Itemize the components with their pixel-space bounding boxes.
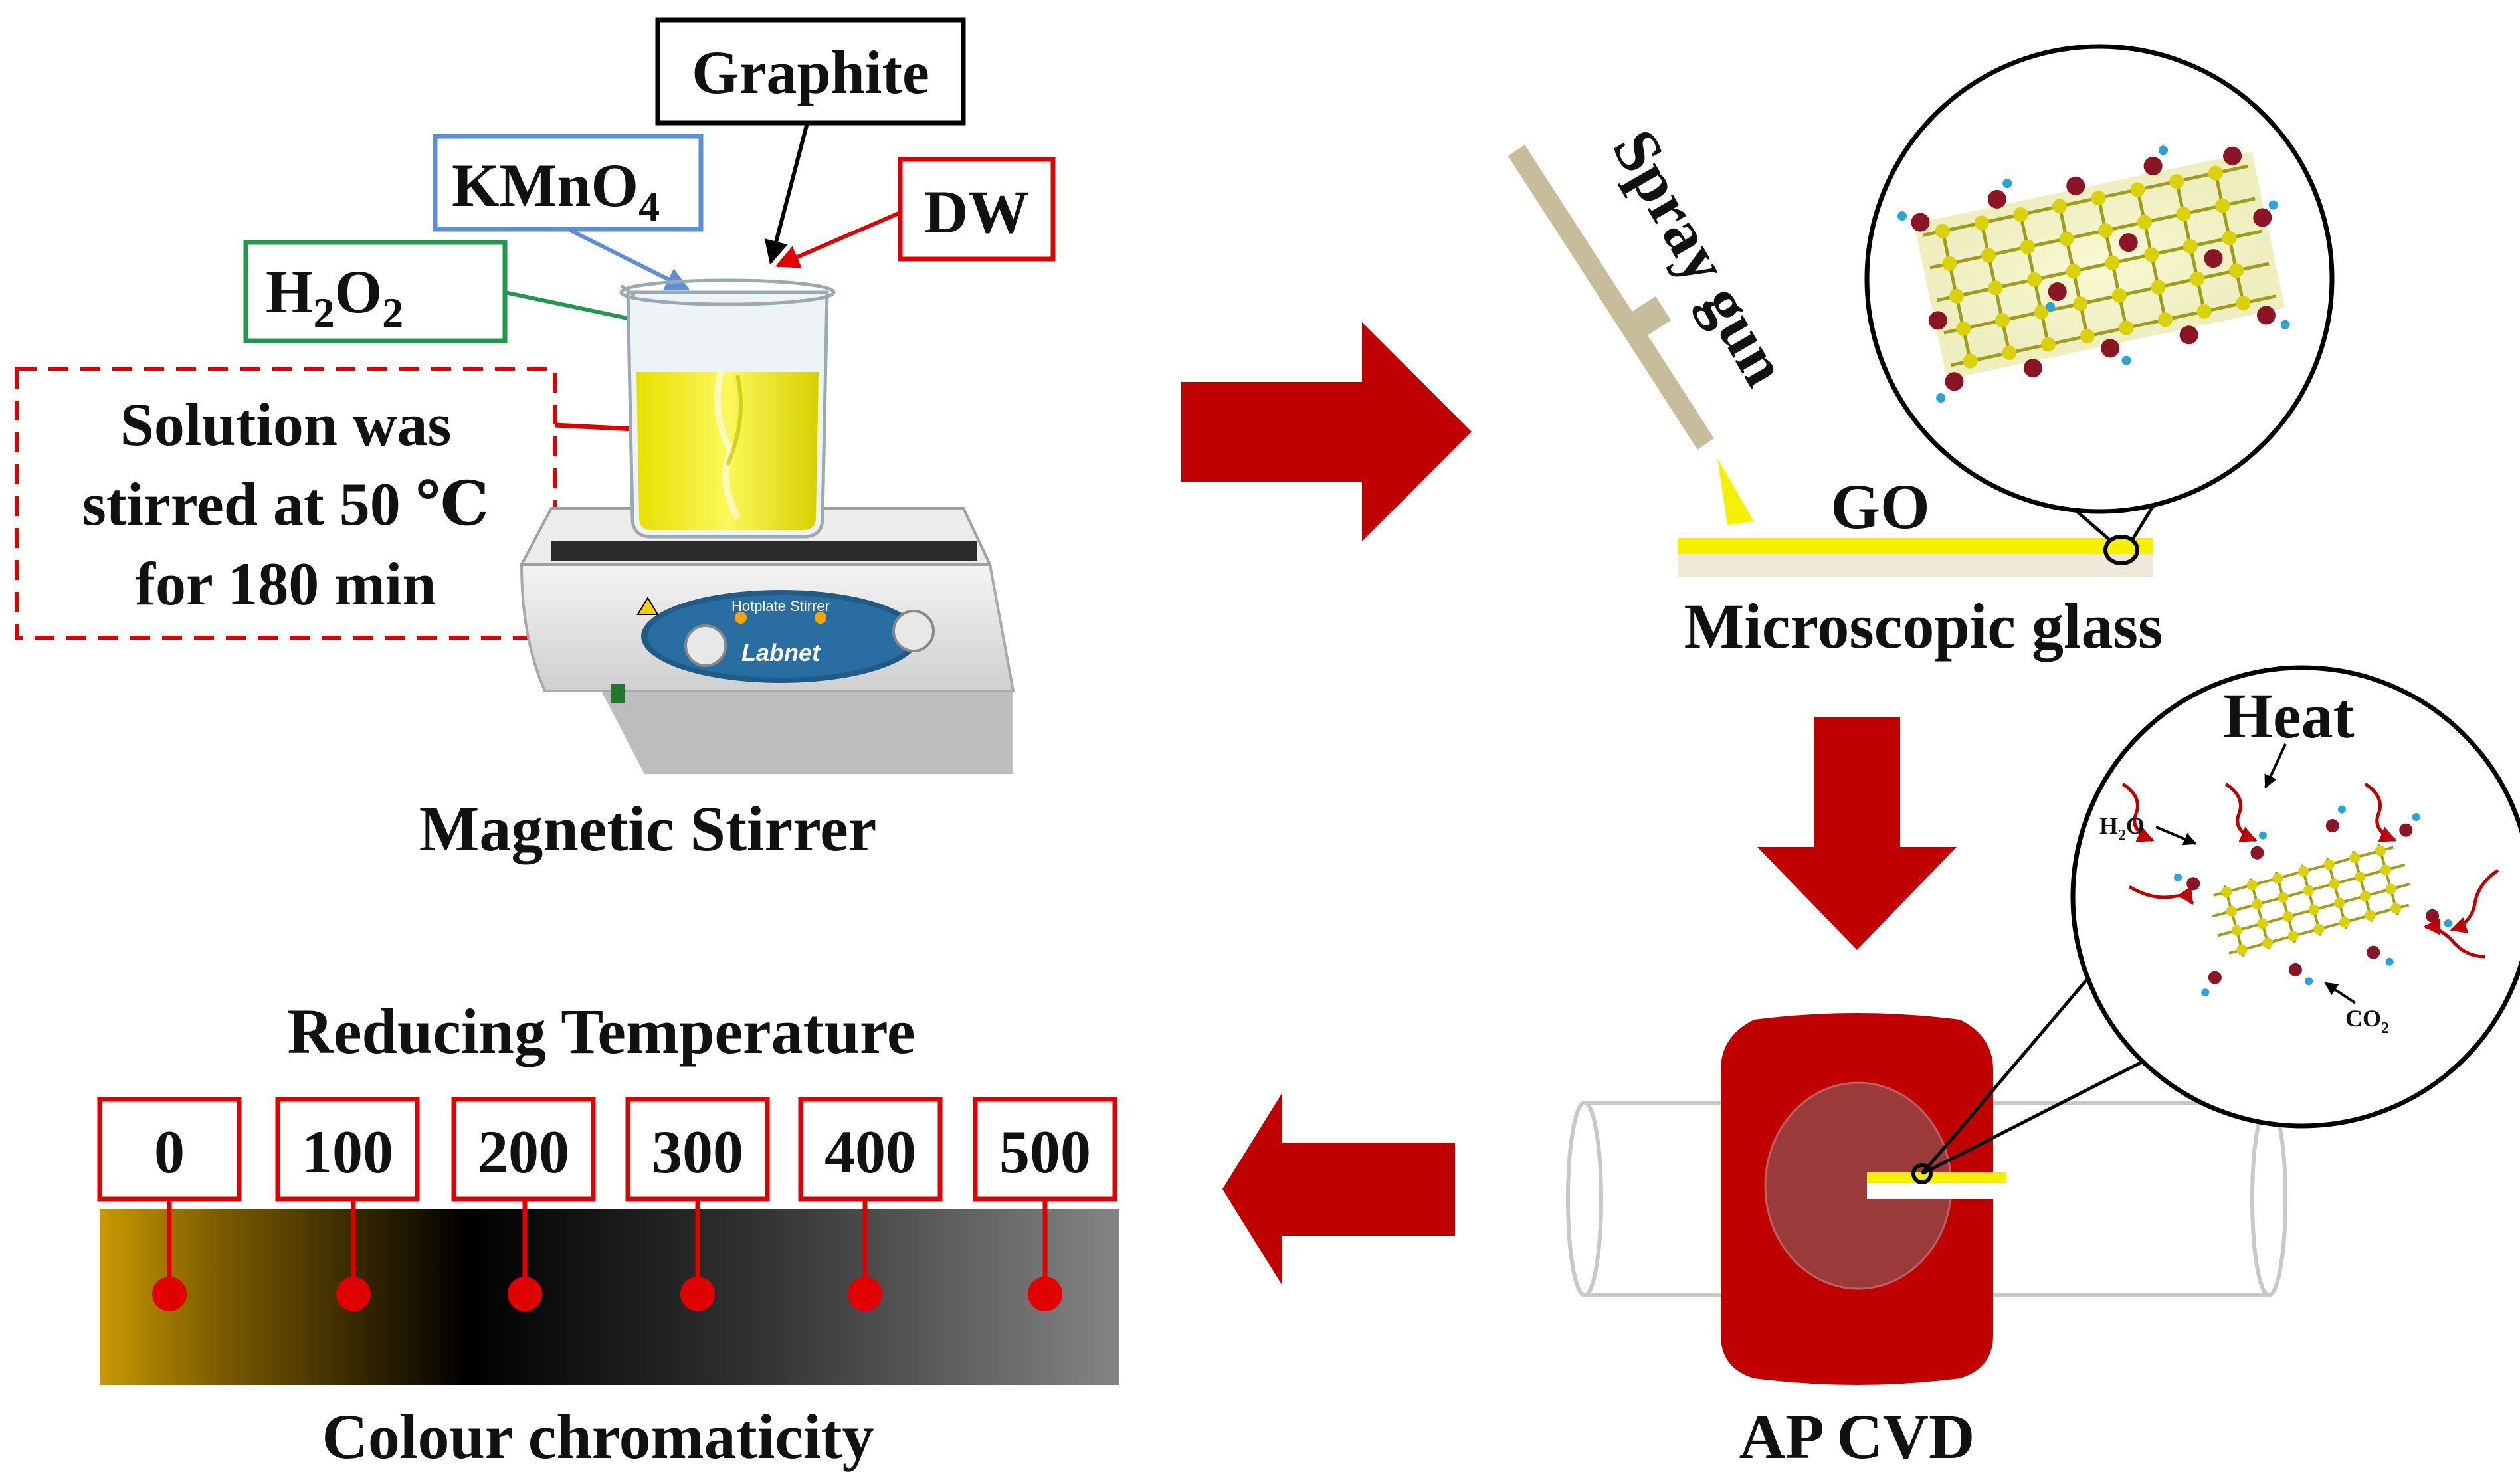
heat-arrows: [2121, 782, 2499, 959]
heat-pointer: [2264, 743, 2287, 788]
temperature-marker-0: 0: [97, 1097, 242, 1311]
temperature-marker-400: 400: [798, 1097, 943, 1311]
reducing-temperature-title: Reducing Temperature: [288, 996, 916, 1067]
h2o2-subscript-1: 2: [314, 289, 335, 336]
stirrer-knob-right: [892, 610, 935, 652]
dw-arrow: [775, 211, 902, 268]
microscopic-glass-label: Microscopic glass: [1684, 591, 2163, 662]
temperature-marker-300: 300: [625, 1097, 770, 1311]
temperature-value: 300: [652, 1118, 743, 1186]
svg-text:H2O: H2O: [2099, 812, 2145, 844]
go-film: [1678, 538, 2153, 554]
spray-section: Spray gun GO Microscopic glass: [1508, 44, 2335, 662]
kmno4-subscript: 4: [638, 183, 660, 230]
temperature-marker-100: 100: [275, 1097, 420, 1311]
cvd-sample-film: [1867, 1172, 2006, 1183]
temperature-scale-section: Reducing Temperature 0 100 200 300: [97, 996, 1119, 1472]
heat-label: Heat: [2223, 680, 2354, 751]
h2o2-subscript-2: 2: [382, 289, 403, 336]
flow-arrow-right: [1181, 322, 1472, 541]
co2-pointer: [2324, 982, 2357, 1004]
temperature-value: 0: [154, 1118, 185, 1186]
svg-text:KMnO4: KMnO4: [452, 151, 660, 230]
graphite-label: Graphite: [692, 39, 929, 106]
flow-arrow-left: [1222, 1093, 1455, 1285]
temperature-value: 400: [824, 1118, 916, 1186]
graphite-arrow: [764, 122, 809, 265]
stirrer-brand: Labnet: [741, 639, 821, 666]
magnetic-stirrer-label: Magnetic Stirrer: [419, 793, 877, 864]
colour-chromaticity-bar: [100, 1209, 1119, 1385]
magnetic-stirrer: Hotplate Stirrer Labnet: [519, 507, 1015, 774]
svg-text:CO2: CO2: [2345, 1005, 2389, 1037]
rgo-molecule: [2174, 805, 2452, 997]
cvd-focus-ring: [1911, 1163, 1933, 1184]
flow-arrow-down: [1757, 717, 1957, 950]
temperature-marker-200: 200: [451, 1097, 596, 1311]
go-film-label: GO: [1830, 471, 1929, 542]
h2o-pointer: [2155, 826, 2197, 846]
condition-line-1: Solution was: [120, 391, 452, 458]
stirrer-panel-text: Hotplate Stirrer: [731, 598, 830, 614]
dw-label: DW: [924, 178, 1029, 246]
dw-label-box: DW: [898, 157, 1056, 262]
kmno4-label: KMnO: [452, 151, 638, 219]
colour-chromaticity-label: Colour chromaticity: [322, 1401, 874, 1472]
go-molecule: [1897, 145, 2290, 403]
cvd-section: Heat H2O CO2 AP CVD: [1566, 665, 2520, 1472]
spray-gun: [1508, 145, 1714, 450]
cvd-zoom-line-left: [1921, 975, 2091, 1175]
h2o2-label-h: H: [266, 258, 314, 325]
beaker: [619, 278, 836, 539]
h2o-label-o: O: [2126, 812, 2145, 839]
temperature-value: 500: [999, 1118, 1091, 1186]
h2o2-label-o: O: [335, 258, 383, 325]
co2-subscript: 2: [2381, 1020, 2389, 1037]
stirring-section: Graphite KMnO4 DW H2O2 Solution: [15, 17, 1056, 864]
graphite-label-box: Graphite: [655, 17, 966, 126]
h2o-subscript: 2: [2118, 827, 2126, 844]
h2o-label-h: H: [2099, 812, 2118, 839]
rgo-structure-zoom: [2070, 665, 2520, 1129]
condition-line-2: stirred at 50 ℃: [82, 470, 489, 538]
temperature-marker-500: 500: [973, 1097, 1117, 1311]
kmno4-label-box: KMnO4: [433, 134, 704, 232]
zoom-focus-ring: [2103, 535, 2139, 565]
stirrer-knob-left: [684, 624, 727, 667]
h2o2-label-box: H2O2: [243, 240, 508, 343]
temperature-value: 200: [478, 1118, 569, 1186]
ap-cvd-label: AP CVD: [1739, 1401, 1975, 1472]
condition-line-3: for 180 min: [135, 550, 436, 618]
spray-gun-label: Spray gun: [1599, 118, 1802, 397]
temperature-value: 100: [302, 1118, 393, 1186]
co2-label-co: CO: [2345, 1005, 2381, 1032]
spray-cone: [1717, 458, 1754, 525]
svg-text:H2O2: H2O2: [266, 258, 403, 336]
stirring-condition-box: Solution was stirred at 50 ℃ for 180 min: [15, 367, 557, 640]
cvd-furnace: [1721, 1013, 2006, 1385]
kmno4-arrow: [567, 227, 690, 291]
